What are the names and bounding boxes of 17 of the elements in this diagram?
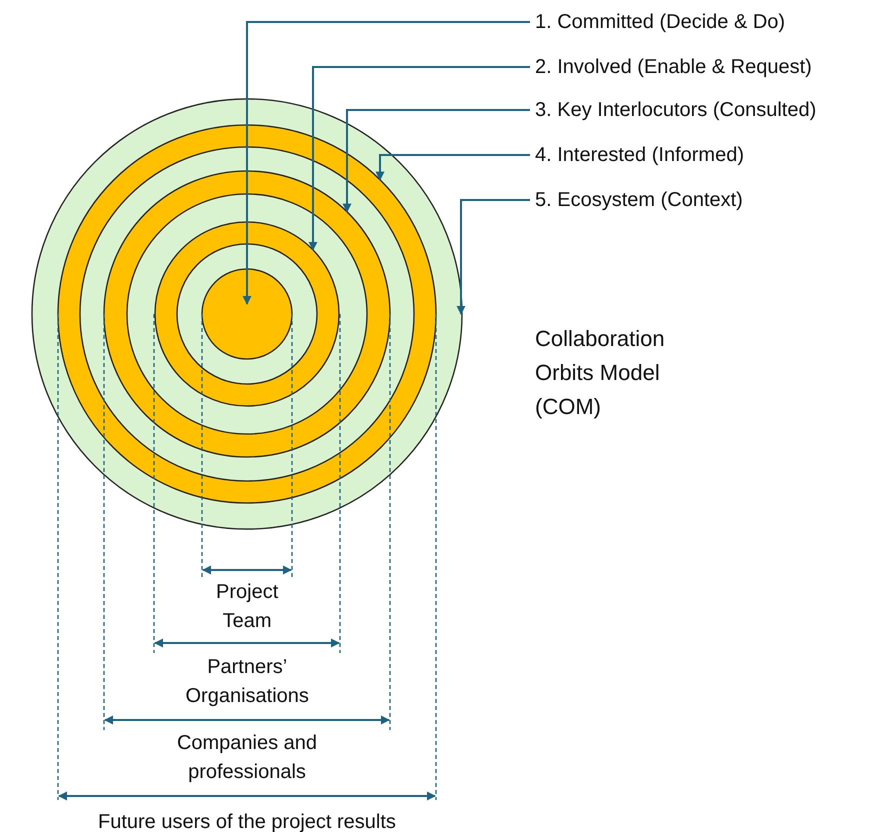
dimension-label: Partners’ Organisations bbox=[186, 655, 309, 709]
leader-arrow bbox=[242, 21, 530, 305]
leader-label: 4. Interested (Informed) bbox=[530, 142, 744, 168]
leader-arrow bbox=[376, 154, 530, 181]
leader-arrow bbox=[456, 199, 530, 315]
dimension-label: Companies and professionals bbox=[176, 731, 318, 785]
model-name-label: Collaboration Orbits Model (COM) bbox=[535, 325, 665, 421]
dimension-label: Project Team bbox=[216, 580, 278, 634]
leader-arrow bbox=[308, 66, 530, 251]
dimension-label: Future users of the project results bbox=[98, 810, 396, 832]
leader-label: 1. Committed (Decide & Do) bbox=[530, 9, 786, 35]
leader-label: 5. Ecosystem (Context) bbox=[530, 187, 743, 213]
leader-arrow bbox=[342, 109, 530, 213]
core-circle bbox=[202, 269, 292, 359]
leader-label: 2. Involved (Enable & Request) bbox=[530, 54, 812, 80]
outer-circle bbox=[32, 99, 462, 529]
leader-label: 3. Key Interlocutors (Consulted) bbox=[530, 97, 816, 123]
